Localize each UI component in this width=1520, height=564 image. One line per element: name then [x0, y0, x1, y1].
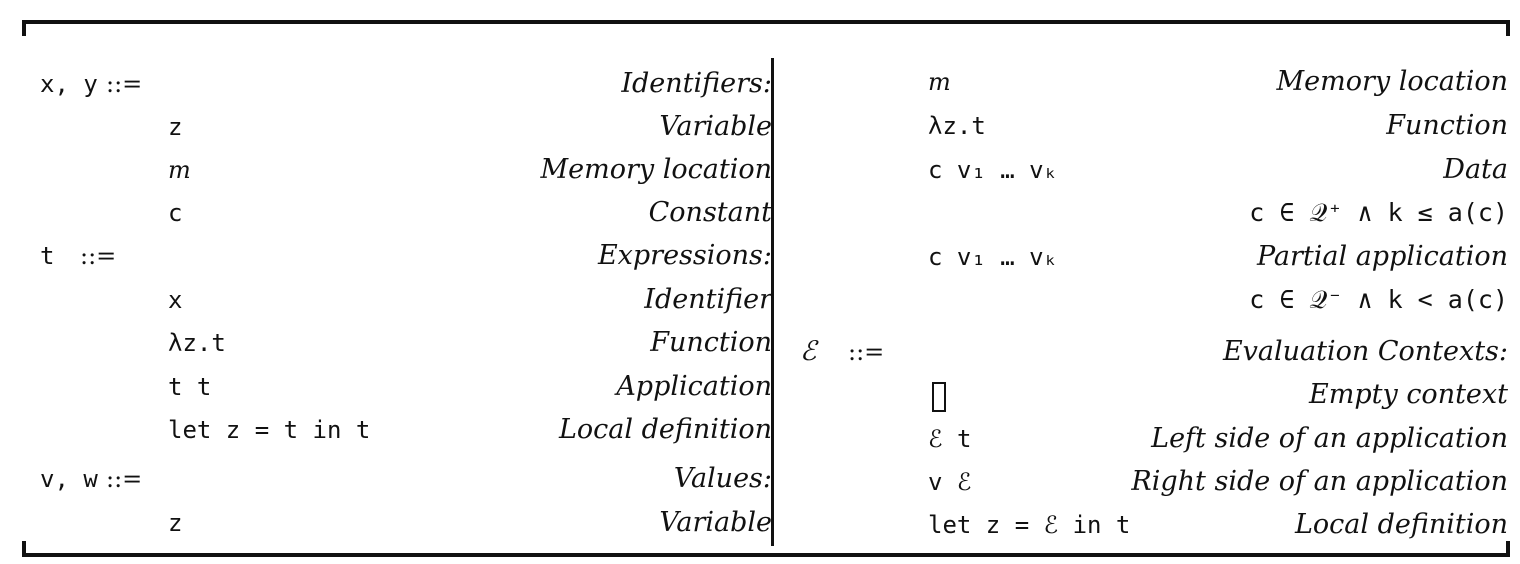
grammar-row: c v₁ … vₖ Data	[0, 150, 1520, 190]
grammar-row: c Constant	[0, 193, 1520, 233]
production-form: m	[168, 156, 191, 184]
grammar-row: ℰ ::= Evaluation Contexts:	[0, 332, 1520, 372]
production-form: let z = t in t	[168, 416, 371, 444]
production-operator: ::=	[106, 70, 143, 98]
grammar-row: t t Application	[0, 367, 1520, 407]
grammar-row: v, w ::= Values:	[0, 459, 1520, 499]
grammar-row: c ∈ 𝒬⁺ ∧ k ≤ a(c)	[0, 193, 1520, 233]
row-description: Constant	[648, 197, 772, 228]
grammar-row: z Variable	[0, 503, 1520, 543]
row-description: Function	[1386, 110, 1508, 141]
grammar-row: c v₁ … vₖ Partial application	[0, 237, 1520, 277]
nonterminal: x, y	[40, 70, 98, 98]
row-description: Data	[1443, 154, 1508, 185]
frame-top-right-tick	[1506, 20, 1510, 36]
production-form: t t	[168, 373, 212, 401]
row-description: Variable	[659, 111, 772, 142]
production-form: ℰ t	[928, 425, 972, 453]
grammar-row: x, y ::= Identifiers:	[0, 64, 1520, 104]
production-operator: ::=	[106, 465, 143, 493]
column-divider	[771, 58, 774, 546]
frame-top-rule	[22, 20, 1510, 24]
production-operator: ::=	[848, 338, 885, 366]
grammar-row: λz.t Function	[0, 323, 1520, 363]
production-form: x	[168, 286, 183, 314]
grammar-row: z Variable	[0, 107, 1520, 147]
production-form: c v₁ … vₖ	[928, 243, 1059, 271]
nonterminal: ℰ	[800, 336, 817, 367]
production-form: λz.t	[168, 329, 226, 357]
row-description: Expressions:	[597, 240, 772, 271]
frame-top-left-tick	[22, 20, 26, 36]
frame-bottom-left-tick	[22, 541, 26, 557]
production-form: z	[168, 113, 183, 141]
grammar-row: m Memory location	[0, 62, 1520, 102]
production-form: c v₁ … vₖ	[928, 156, 1059, 184]
row-description: Application	[616, 371, 772, 402]
nonterminal: t	[40, 242, 55, 270]
row-description: Identifiers:	[621, 68, 772, 99]
row-description: Values:	[673, 463, 772, 494]
grammar-row: m Memory location	[0, 150, 1520, 190]
grammar-row: Empty context	[0, 375, 1520, 415]
row-description: Memory location	[540, 154, 772, 185]
production-operator: ::=	[80, 242, 117, 270]
row-description: Local definition	[1294, 509, 1508, 540]
side-condition: c ∈ 𝒬⁺ ∧ k ≤ a(c)	[1249, 198, 1508, 227]
grammar-row: t ::= Expressions:	[0, 236, 1520, 276]
row-description: Partial application	[1256, 241, 1508, 272]
grammar-row: λz.t Function	[0, 106, 1520, 146]
production-form: z	[168, 509, 183, 537]
row-description: Left side of an application	[1151, 423, 1508, 454]
row-description: Right side of an application	[1131, 466, 1508, 497]
row-description: Local definition	[558, 414, 772, 445]
grammar-row: c ∈ 𝒬⁻ ∧ k < a(c)	[0, 280, 1520, 320]
grammar-row: let z = t in t Local definition	[0, 410, 1520, 450]
production-form: v ℰ	[928, 468, 972, 496]
production-form: c	[168, 199, 183, 227]
row-description: Empty context	[1309, 379, 1508, 410]
grammar-row: x Identifier	[0, 280, 1520, 320]
production-form: λz.t	[928, 112, 986, 140]
row-description: Variable	[659, 507, 772, 538]
row-description: Memory location	[1276, 66, 1508, 97]
frame-bottom-right-tick	[1506, 541, 1510, 557]
frame-bottom-rule	[22, 553, 1510, 557]
grammar-row: let z = ℰ in t Local definition	[0, 505, 1520, 545]
grammar-row: ℰ t Left side of an application	[0, 419, 1520, 459]
side-condition: c ∈ 𝒬⁻ ∧ k < a(c)	[1249, 285, 1508, 314]
production-form: m	[928, 68, 951, 96]
row-description: Function	[650, 327, 772, 358]
nonterminal: v, w	[40, 465, 98, 493]
row-description: Identifier	[644, 284, 772, 315]
row-description: Evaluation Contexts:	[1222, 336, 1508, 367]
grammar-row: v ℰ Right side of an application	[0, 462, 1520, 502]
empty-context-hole-icon	[928, 375, 946, 415]
production-form: let z = ℰ in t	[928, 511, 1131, 539]
